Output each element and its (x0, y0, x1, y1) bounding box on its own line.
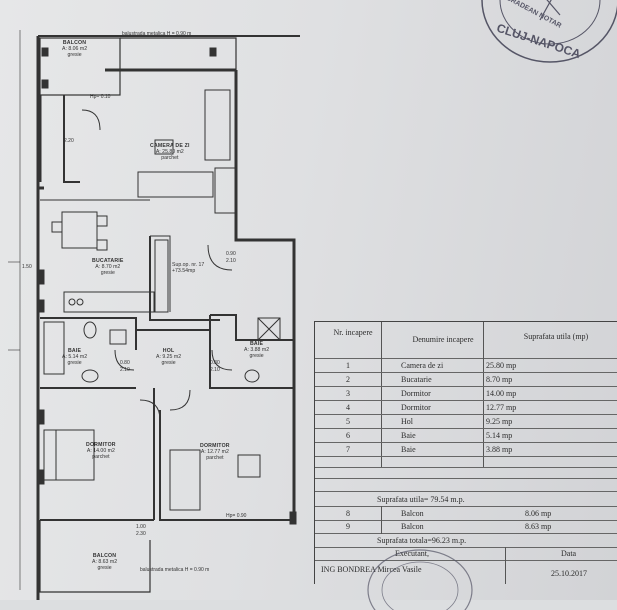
dim-080-a: 0.80 (120, 360, 130, 366)
room-label-balcon-bottom: BALCON A: 8.63 m2 gresie (92, 553, 118, 571)
document-date: 25.10.2017 (551, 569, 587, 578)
header-suprafata: Suprafata utila (mp) (523, 332, 589, 341)
apartment-label: Sup.op. nr. 17 +73.54mp (172, 262, 205, 274)
header-denumire: Denumire incapere (412, 335, 474, 344)
notary-stamp (481, 0, 617, 63)
executant-label: Executant, (395, 549, 429, 558)
dim-hp-010: Hp= 0.10 (90, 94, 111, 100)
header-nr: Nr. incapere (333, 328, 373, 337)
suprafata-totala: Suprafata totala=96.23 m.p. (377, 536, 467, 545)
table-row: 7 Baie 3.88 mp (315, 443, 617, 457)
dim-hp-090: Hp= 0.90 (226, 513, 247, 519)
room-label-camera-de-zi: CAMERA DE ZI A: 25.80 m2 parchet (150, 143, 190, 161)
executant-name: ING BONDREA Mircea Vasile (321, 565, 422, 574)
table-row: 4 Dormitor 12.77 mp (315, 401, 617, 415)
dim-210-b: 2.10 (120, 367, 130, 373)
room-label-bucatarie: BUCATARIE A: 8.70 m2 gresie (92, 258, 124, 276)
room-label-balcon-top: BALCON A: 8.06 m2 gresie (62, 40, 88, 58)
dim-090: 0.90 (226, 251, 236, 257)
room-label-dormitor-1: DORMITOR A: 14.00 m2 parchet (86, 442, 116, 460)
table-row: 1 Camera de zi 25.80 mp (315, 359, 617, 373)
dim-080-b: 0.80 (210, 360, 220, 366)
dim-230: 2.30 (136, 531, 146, 537)
dim-100: 1.00 (136, 524, 146, 530)
room-label-hol: HOL A: 9.25 m2 gresie (156, 348, 182, 366)
bottom-railing-note: balustrada metalica H = 0.90 m (140, 567, 210, 573)
table-row: 8 Balcon 8.06 mp (315, 506, 617, 521)
dim-210-a: 2.10 (226, 258, 236, 264)
dim-210-c: 2.10 (210, 367, 220, 373)
area-table: Nr. incapere Denumire incapere Suprafata… (314, 321, 617, 584)
data-label: Data (561, 549, 577, 558)
table-row: 6 Baie 5.14 mp (315, 429, 617, 443)
suprafata-utila-total: Suprafata utila= 79.54 m.p. (377, 495, 465, 504)
table-row: 9 Balcon 8.63 mp (315, 520, 617, 534)
dim-220: 2.20 (64, 138, 74, 144)
room-label-baie-2: BAIE A: 3.88 m2 gresie (244, 341, 270, 359)
table-row: 3 Dormitor 14.00 mp (315, 387, 617, 401)
top-railing-note: balustrada metalica H = 0.90 m (122, 31, 192, 37)
table-row: 5 Hol 9.25 mp (315, 415, 617, 429)
table-header-row: Nr. incapere Denumire incapere Suprafata… (315, 322, 617, 359)
room-label-dormitor-2: DORMITOR A: 12.77 m2 parchet (200, 443, 230, 461)
room-label-baie-1: BAIE A: 5.14 m2 gresie (62, 348, 88, 366)
table-row: 2 Bucatarie 8.70 mp (315, 373, 617, 387)
dim-150: 1.50 (22, 264, 32, 270)
executant-stamp (367, 549, 473, 610)
